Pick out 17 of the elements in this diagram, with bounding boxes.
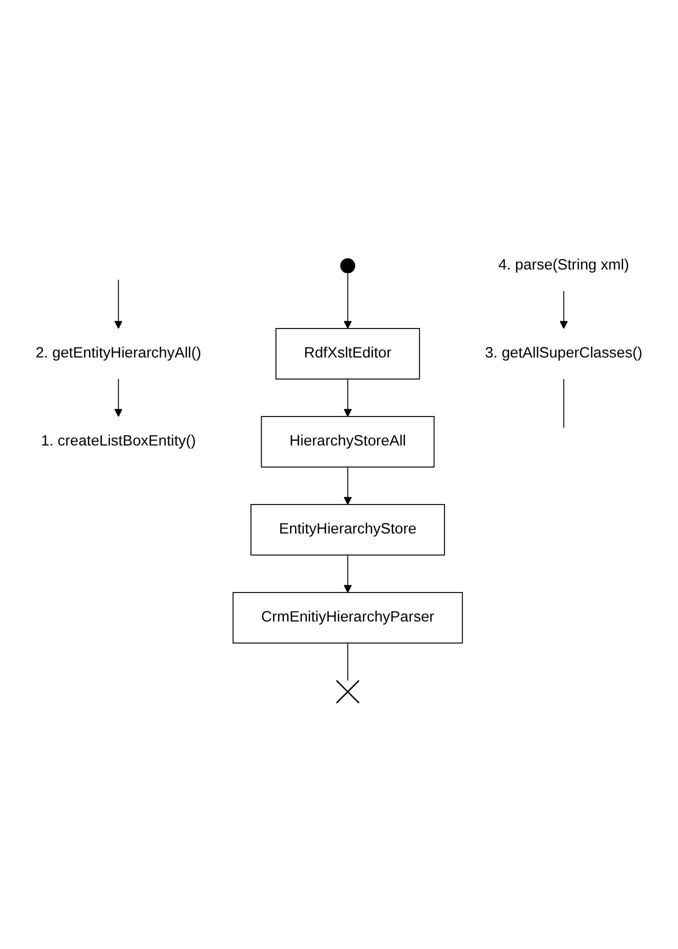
arrow (560, 290, 568, 329)
message-label: 2. getEntityHierarchyAll() (36, 345, 202, 362)
object-box: RdfXsltEditor (275, 328, 420, 380)
arrow (344, 554, 352, 593)
object-box: CrmEnitiyHierarchyParser (232, 592, 463, 644)
arrow (114, 279, 123, 329)
message-label: 4. parse(String xml) (498, 257, 630, 274)
message-label: 3. getAllSuperClasses() (485, 345, 642, 362)
object-box: HierarchyStoreAll (260, 416, 435, 468)
arrow (344, 466, 352, 505)
end-cross (336, 680, 360, 704)
object-box: EntityHierarchyStore (250, 504, 445, 556)
arrow (344, 378, 352, 417)
arrow (114, 378, 123, 417)
arrow (344, 272, 352, 329)
message-label: 1. createListBoxEntity() (41, 433, 196, 450)
start-dot (340, 258, 356, 274)
